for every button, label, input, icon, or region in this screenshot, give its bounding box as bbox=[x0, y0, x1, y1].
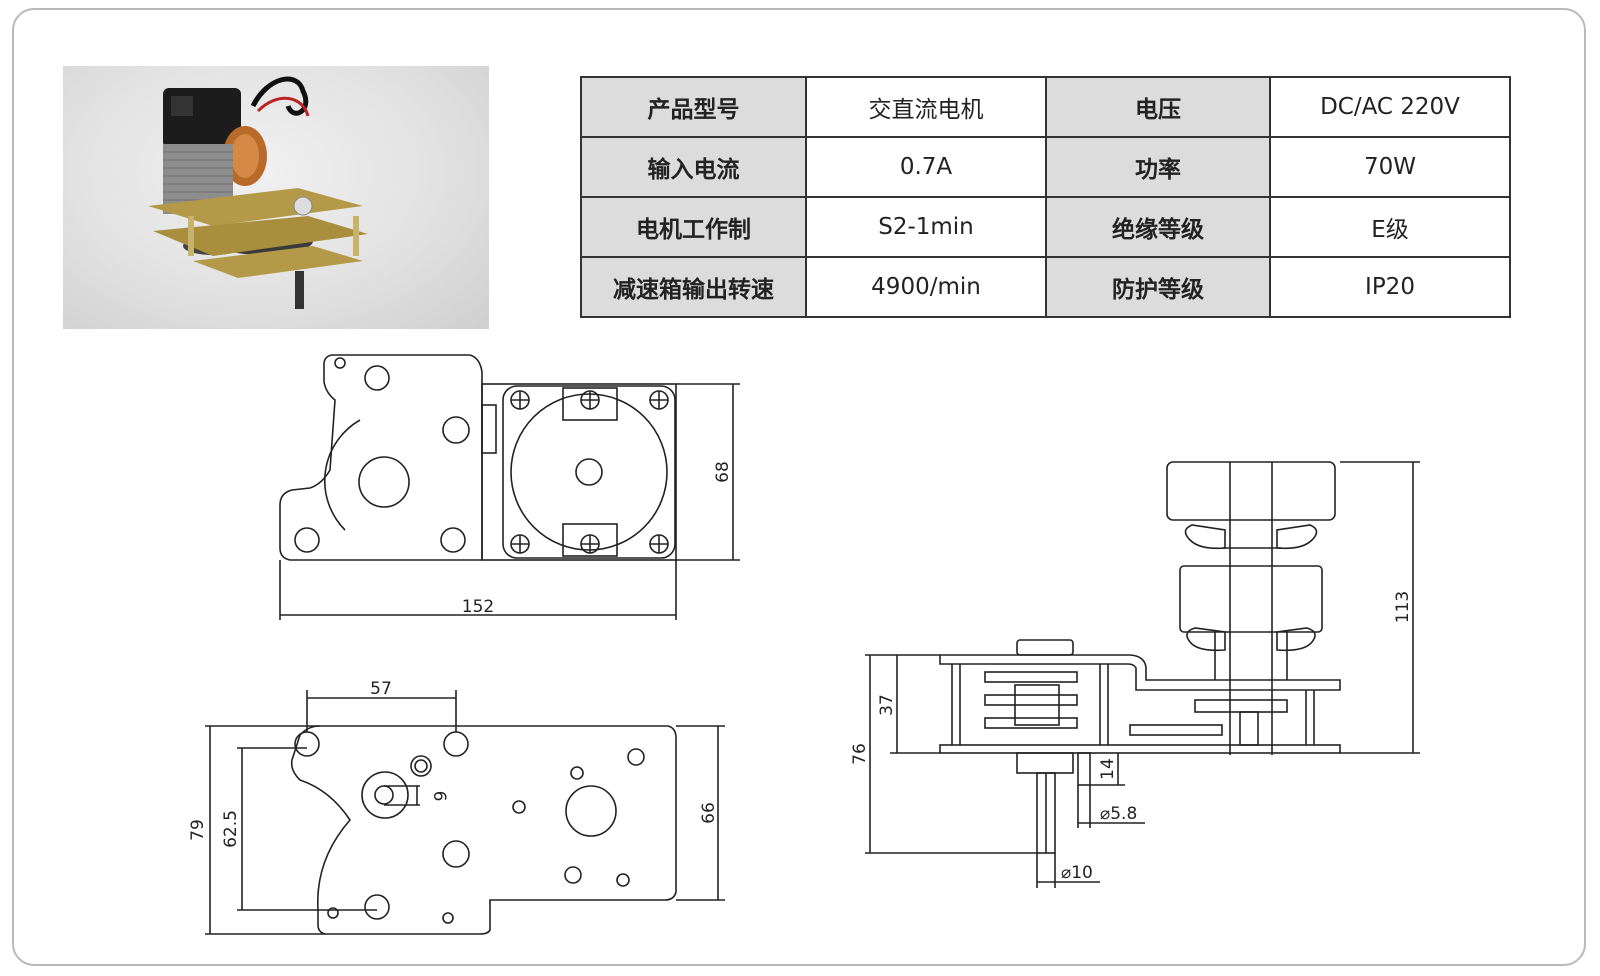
spec-label: 绝缘等级 bbox=[1045, 196, 1271, 258]
table-row: 减速箱输出转速 4900/min 防护等级 IP20 bbox=[580, 256, 1511, 318]
side-view-drawing bbox=[865, 461, 1420, 888]
dim-label: 152 bbox=[462, 597, 494, 617]
spec-value: IP20 bbox=[1269, 256, 1511, 318]
dim-label: 68 bbox=[713, 461, 733, 483]
spec-label: 防护等级 bbox=[1045, 256, 1271, 318]
spec-value: 0.7A bbox=[805, 136, 1047, 198]
dim-label: 76 bbox=[850, 743, 870, 765]
dim-label: 113 bbox=[1393, 591, 1413, 623]
bottom-view-drawing bbox=[205, 690, 725, 935]
spec-label: 功率 bbox=[1045, 136, 1271, 198]
spec-value: E级 bbox=[1269, 196, 1511, 258]
dim-label: 6 bbox=[429, 791, 449, 802]
dim-label: 14 bbox=[1098, 758, 1118, 780]
table-row: 电机工作制 S2-1min 绝缘等级 E级 bbox=[580, 196, 1511, 258]
spec-value: 交直流电机 bbox=[805, 76, 1047, 138]
dim-label: ⌀5.8 bbox=[1100, 804, 1137, 824]
dim-label: 66 bbox=[699, 802, 719, 824]
spec-label: 电压 bbox=[1045, 76, 1271, 138]
dim-label: 79 bbox=[188, 819, 208, 841]
dim-label: ⌀10 bbox=[1061, 863, 1093, 883]
table-row: 产品型号 交直流电机 电压 DC/AC 220V bbox=[580, 76, 1511, 138]
product-photo bbox=[63, 66, 489, 329]
spec-table: 产品型号 交直流电机 电压 DC/AC 220V 输入电流 0.7A 功率 70… bbox=[580, 76, 1511, 318]
spec-value: 4900/min bbox=[805, 256, 1047, 318]
spec-label: 减速箱输出转速 bbox=[580, 256, 807, 318]
motor-illustration bbox=[148, 76, 368, 309]
spec-value: DC/AC 220V bbox=[1269, 76, 1511, 138]
dim-label: 57 bbox=[370, 679, 392, 699]
dim-label: 37 bbox=[877, 694, 897, 716]
spec-label: 输入电流 bbox=[580, 136, 807, 198]
top-view-drawing bbox=[279, 354, 740, 620]
table-row: 输入电流 0.7A 功率 70W bbox=[580, 136, 1511, 198]
spec-label: 产品型号 bbox=[580, 76, 807, 138]
spec-value: S2-1min bbox=[805, 196, 1047, 258]
spec-label: 电机工作制 bbox=[580, 196, 807, 258]
dim-label: 62.5 bbox=[221, 810, 241, 848]
spec-value: 70W bbox=[1269, 136, 1511, 198]
